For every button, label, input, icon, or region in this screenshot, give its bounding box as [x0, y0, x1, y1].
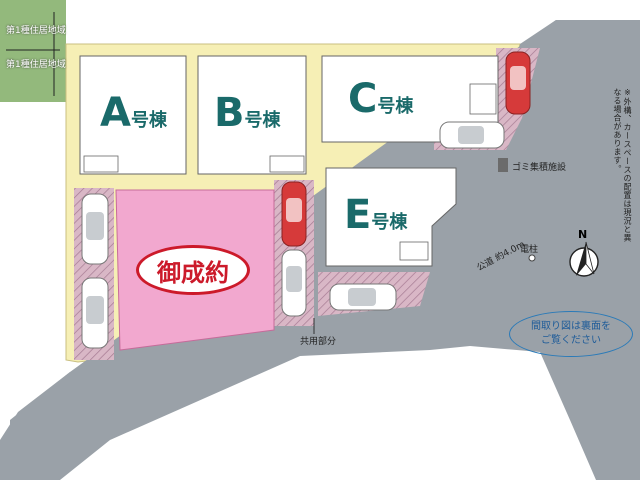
- car-A2: [81, 277, 109, 349]
- building-letter-A: A: [100, 90, 131, 136]
- car-B1: [281, 181, 307, 247]
- building-label-B: B号棟: [214, 90, 281, 136]
- car-B2: [281, 249, 307, 317]
- building-E: [325, 167, 457, 267]
- floorplan-note-line1: 間取り図は裏面を: [531, 321, 611, 332]
- garbage-label: ゴミ集積施設: [512, 163, 567, 173]
- north-label: N: [578, 228, 588, 241]
- building-letter-E: E: [344, 192, 372, 238]
- garbage-station: [498, 158, 508, 172]
- building-suffix-A: 号棟: [130, 110, 167, 131]
- zone-label-upper: 第1種住居地域: [6, 26, 66, 36]
- car-C2: [439, 121, 505, 149]
- floorplan-note: 間取り図は裏面を ご覧ください: [509, 311, 633, 357]
- building-A: [79, 55, 187, 175]
- utility-pole-label: 電柱: [520, 245, 539, 255]
- disclaimer-note: ※外構、カースペースの配置は現況と異なる場合があります。: [613, 88, 632, 242]
- building-suffix-B: 号棟: [244, 110, 281, 131]
- building-label-E: E号棟: [344, 192, 407, 238]
- car-A1: [81, 193, 109, 265]
- floorplan-note-line2: ご覧ください: [541, 335, 601, 346]
- building-letter-C: C: [348, 76, 378, 122]
- utility-pole: [528, 254, 536, 262]
- building-letter-B: B: [214, 90, 245, 136]
- building-label-A: A号棟: [100, 90, 167, 136]
- shared-area-label: 共用部分: [300, 337, 337, 347]
- north-arrow-icon: [569, 241, 599, 277]
- building-B: [197, 55, 307, 175]
- building-suffix-C: 号棟: [377, 96, 414, 117]
- car-C1: [505, 51, 531, 115]
- zone-label-lower: 第1種住居地域: [6, 60, 66, 70]
- sold-badge: 御成約: [136, 245, 250, 295]
- building-suffix-E: 号棟: [371, 212, 408, 233]
- car-E1: [329, 283, 397, 311]
- building-label-C: C号棟: [348, 76, 413, 122]
